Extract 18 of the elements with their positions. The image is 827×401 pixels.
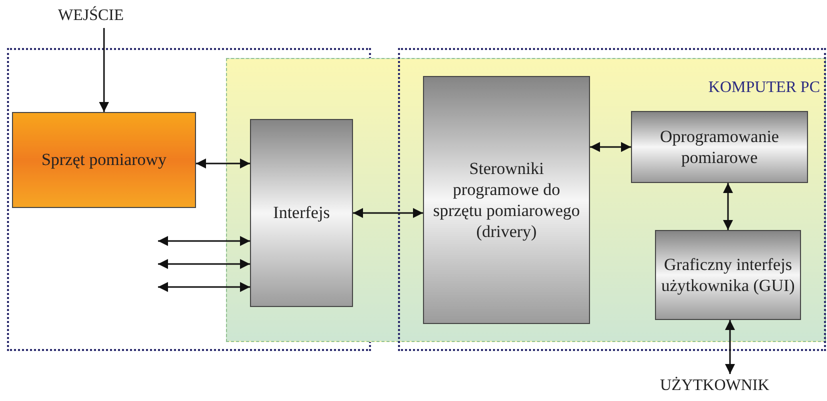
arrow (723, 183, 733, 230)
arrow (590, 142, 631, 152)
hardware-box: Sprzęt pomiarowy (12, 112, 196, 208)
arrow (196, 158, 250, 168)
drivers-box: Sterowniki programowe do sprzętu pomiarowego (drivery) (423, 76, 590, 324)
arrow (158, 259, 250, 269)
arrow (725, 320, 735, 374)
computer-panel (226, 58, 826, 342)
user-label: UŻYTKOWNIK (660, 374, 800, 398)
gui-box: Graficzny interfejs użytkownika (GUI) (655, 230, 801, 320)
software-box: Oprogramowanie pomiarowe (631, 111, 808, 183)
arrow (158, 236, 250, 246)
arrow (158, 282, 250, 292)
panel-title: KOMPUTER PC (708, 78, 820, 98)
input-label: WEJŚCIE (58, 4, 150, 28)
arrow (99, 28, 109, 112)
interface-box: Interfejs (250, 119, 353, 307)
arrow (353, 208, 423, 218)
